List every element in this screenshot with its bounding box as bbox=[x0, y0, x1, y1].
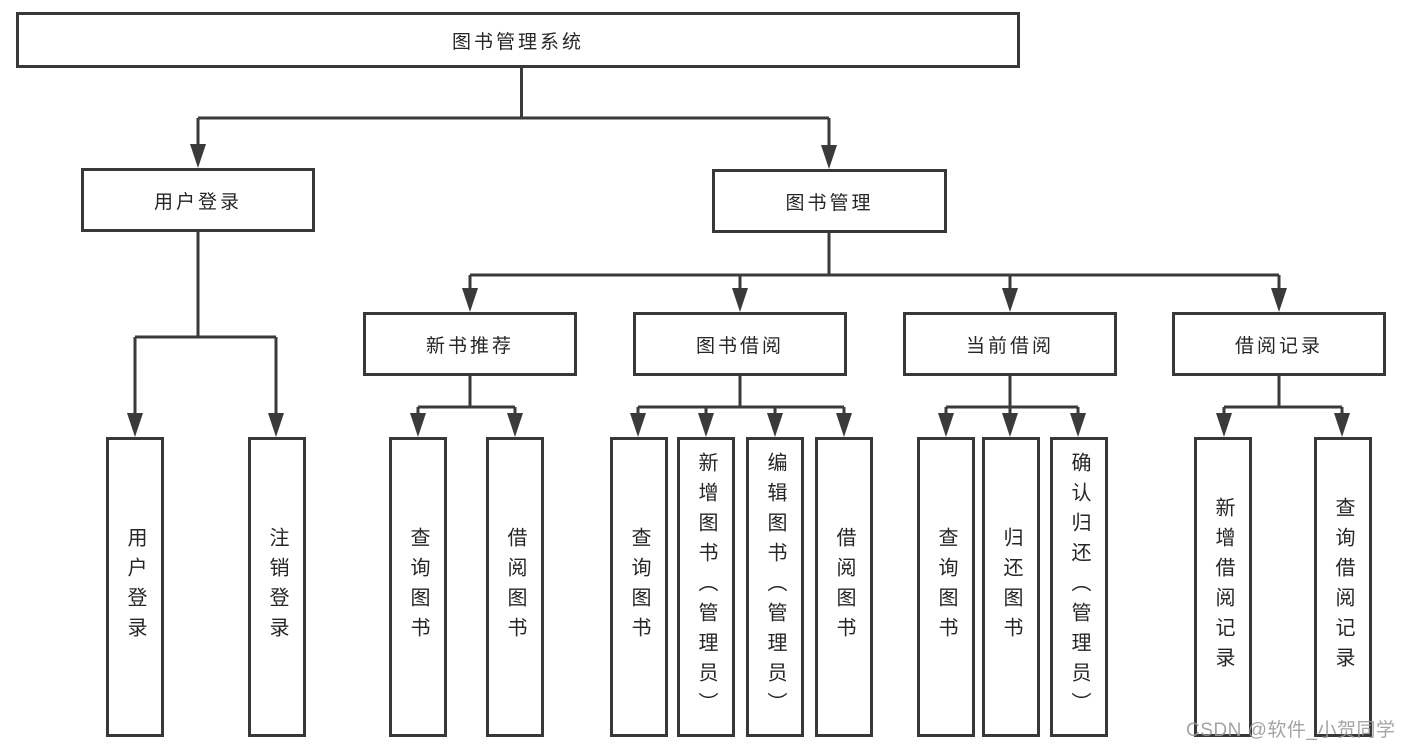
leaf-user-login: 用户登录 bbox=[106, 437, 164, 737]
leaf-logout: 注销登录 bbox=[248, 437, 306, 737]
connector-book-borrow-to-leaves bbox=[630, 376, 852, 437]
node-book-management: 图书管理 bbox=[712, 169, 947, 233]
node-borrow-records: 借阅记录 bbox=[1172, 312, 1386, 376]
node-current-borrowing: 当前借阅 bbox=[903, 312, 1117, 376]
connector-borrow-record-to-leaves bbox=[1216, 376, 1350, 437]
leaf-current-return-books: 归还图书 bbox=[982, 437, 1040, 737]
connector-book-mgmt-to-level3 bbox=[462, 233, 1287, 312]
leaf-newbook-query-books: 查询图书 bbox=[389, 437, 447, 737]
leaf-borrowing-edit-books-admin: 编辑图书（管理员） bbox=[746, 437, 804, 737]
leaf-borrowing-query-books: 查询图书 bbox=[610, 437, 668, 737]
csdn-watermark: CSDN @软件_小贺同学 bbox=[1186, 720, 1396, 741]
leaf-records-add-borrow-record: 新增借阅记录 bbox=[1194, 437, 1252, 737]
connector-new-book-to-leaves bbox=[410, 376, 523, 437]
leaf-current-query-books: 查询图书 bbox=[917, 437, 975, 737]
leaf-records-query-borrow-record: 查询借阅记录 bbox=[1314, 437, 1372, 737]
leaf-newbook-borrow-books: 借阅图书 bbox=[486, 437, 544, 737]
node-root-system: 图书管理系统 bbox=[16, 12, 1020, 68]
leaf-borrowing-borrow-books: 借阅图书 bbox=[815, 437, 873, 737]
node-user-login: 用户登录 bbox=[81, 168, 315, 232]
leaf-current-confirm-return-admin: 确认归还（管理员） bbox=[1050, 437, 1108, 737]
leaf-borrowing-add-books-admin: 新增图书（管理员） bbox=[677, 437, 735, 737]
connector-current-borrow-to-leaves bbox=[938, 376, 1086, 437]
node-new-book-recommend: 新书推荐 bbox=[363, 312, 577, 376]
connector-user-login-to-leaves bbox=[127, 232, 284, 437]
node-book-borrowing: 图书借阅 bbox=[633, 312, 847, 376]
connector-root-to-level2 bbox=[190, 68, 837, 169]
